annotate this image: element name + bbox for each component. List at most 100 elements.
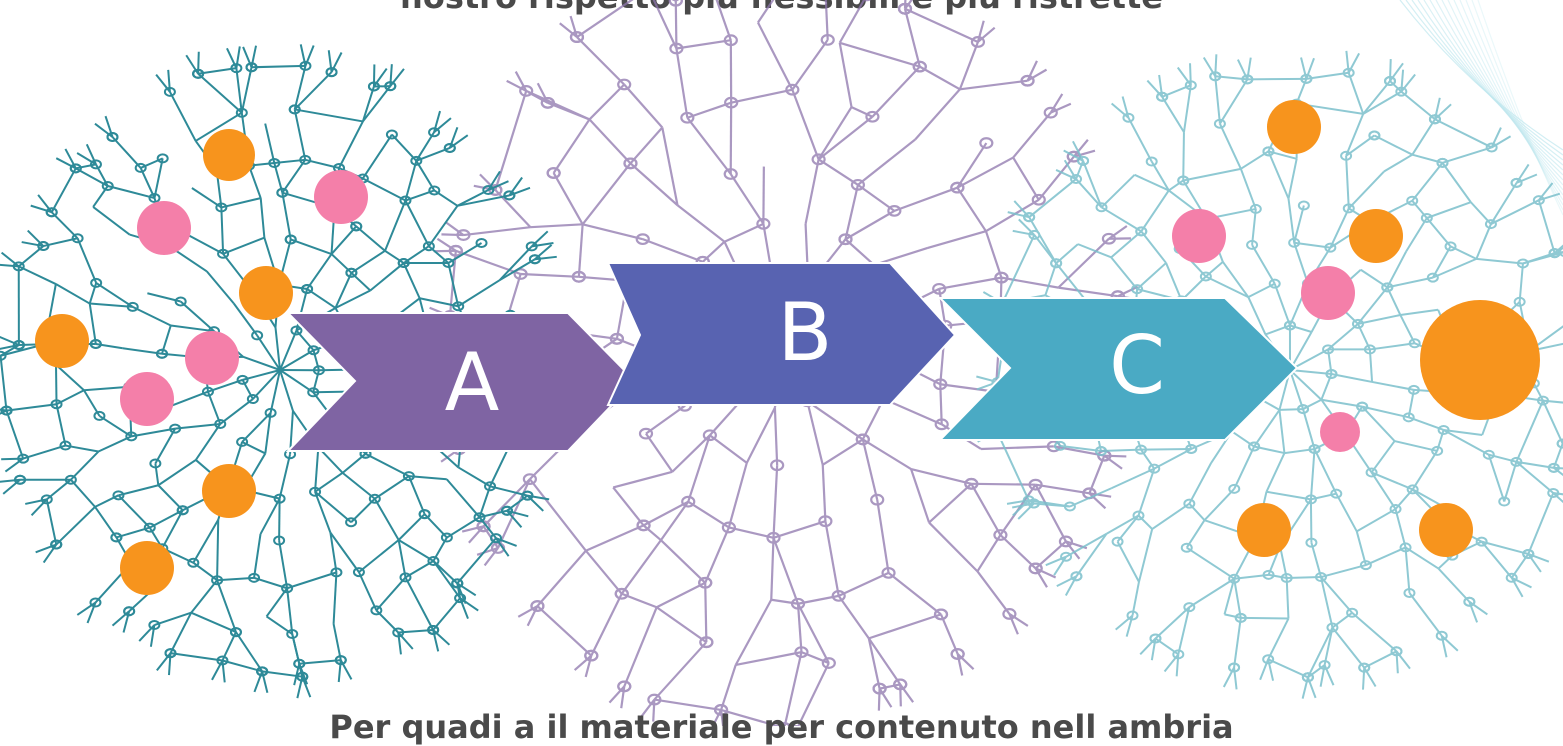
network-bond (1162, 97, 1184, 132)
network-bond (1220, 124, 1241, 169)
network-bond (249, 166, 261, 198)
network-bond (825, 0, 828, 40)
network-bond (1374, 135, 1412, 154)
network-bond (1325, 628, 1333, 665)
network-bond (840, 43, 852, 107)
network-bond (858, 185, 894, 211)
step-a-chevron: A (288, 313, 635, 451)
network-bond (1155, 607, 1189, 638)
network-bond (661, 502, 688, 540)
network-bond (1109, 226, 1127, 239)
network-bond (654, 642, 706, 699)
network-bond (676, 1, 677, 49)
network-bond (1268, 659, 1308, 677)
network-bond (1543, 401, 1563, 444)
network-bond (731, 174, 764, 224)
network-bond (433, 598, 460, 630)
network-bond (1406, 218, 1427, 252)
network-bond (1504, 462, 1516, 502)
network-bond (1189, 504, 1204, 521)
network-bond (207, 271, 234, 303)
network-bond (1206, 262, 1223, 277)
network-bond (649, 0, 676, 1)
network-bond (279, 541, 287, 589)
network-bond (911, 469, 971, 484)
pink-particle (137, 201, 191, 255)
network-bond (1234, 618, 1241, 668)
network-bond (1241, 169, 1256, 209)
pink-particle (1301, 266, 1355, 320)
network-bond (997, 431, 1029, 500)
network-bond (537, 606, 591, 656)
network-bond (1539, 200, 1555, 253)
network-bond (1290, 370, 1331, 374)
step-c-chevron: C (940, 298, 1297, 440)
network-bond (1427, 202, 1471, 218)
network-bond (1384, 155, 1412, 172)
network-bond (1013, 113, 1051, 158)
network-bond (71, 480, 95, 507)
orange-particle (202, 464, 256, 518)
network-bond (56, 507, 95, 545)
network-bond (823, 439, 863, 464)
network-bond (688, 502, 729, 528)
network-bond (193, 520, 218, 563)
network-bond (456, 251, 521, 274)
network-bond (332, 226, 357, 254)
network-bond (624, 84, 662, 127)
network-bond (1102, 207, 1142, 231)
network-bond (405, 577, 433, 630)
network-bond (1294, 206, 1304, 243)
network-bond (265, 124, 274, 163)
network-bond (554, 119, 590, 173)
network-bond (52, 212, 78, 238)
network-bond (981, 446, 1054, 449)
network-bond (1234, 579, 1241, 618)
network-bond (1013, 158, 1039, 200)
network-bond (577, 0, 649, 37)
network-bond (521, 274, 579, 277)
orange-particle (1349, 209, 1403, 263)
network-bond (90, 304, 96, 344)
network-bond (773, 521, 825, 538)
network-bond (1089, 456, 1104, 494)
network-bond (554, 173, 583, 224)
network-bond (705, 527, 729, 582)
network-bond (591, 594, 621, 656)
network-bond (678, 205, 725, 241)
network-bond (186, 55, 198, 74)
network-bond (57, 404, 66, 445)
network-bond (960, 81, 1028, 90)
network-bond (351, 251, 385, 273)
network-bond (771, 538, 773, 600)
network-bond (1152, 504, 1189, 529)
network-bond (1215, 76, 1220, 123)
network-bond (363, 178, 406, 200)
network-bond (537, 551, 585, 606)
network-bond (47, 499, 56, 544)
network-bond (7, 404, 57, 410)
network-bond (56, 365, 84, 390)
network-bond (1357, 531, 1366, 565)
step-b-chevron: B (608, 263, 955, 405)
network-bond (941, 614, 958, 654)
network-bond (71, 452, 99, 480)
network-bond (1204, 58, 1215, 77)
network-bond (335, 273, 351, 308)
network-bond (758, 23, 792, 90)
network-bond (375, 499, 399, 540)
network-bond (236, 68, 241, 113)
network-bond (1265, 325, 1290, 334)
network-bond (863, 439, 877, 499)
network-bond (586, 525, 644, 550)
network-bond (5, 459, 23, 472)
network-bond (95, 495, 118, 507)
network-bond (1349, 172, 1384, 209)
network-bond (1520, 263, 1523, 301)
network-bond (839, 596, 869, 638)
network-bond (1076, 534, 1106, 577)
network-bond (1315, 449, 1337, 494)
network-bond (1357, 509, 1396, 531)
network-bond (863, 439, 911, 469)
network-bond (1141, 231, 1166, 263)
